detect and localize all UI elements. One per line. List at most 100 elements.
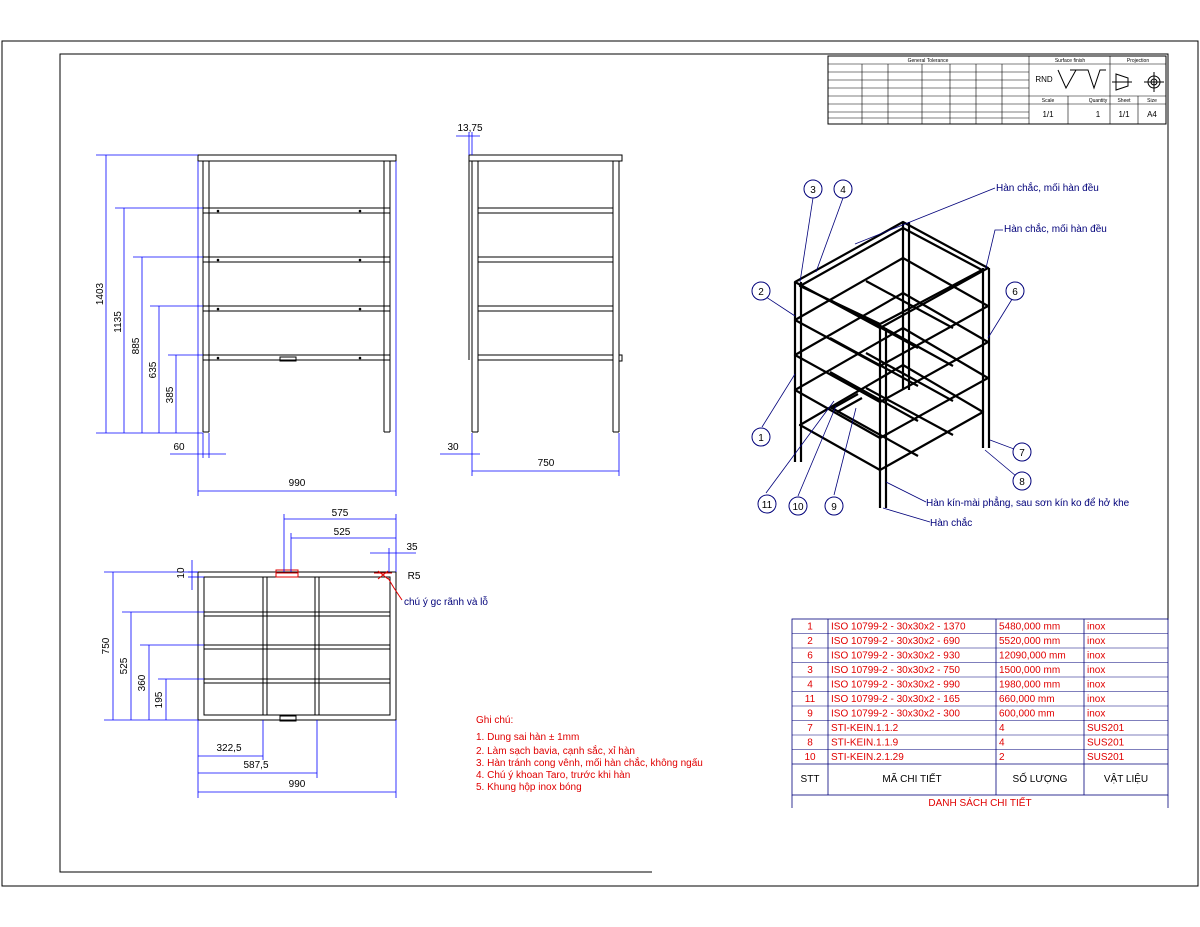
bom-cell: 1500,000 mm — [999, 665, 1060, 676]
note-4: 4. Chú ý khoan Taro, trước khi hàn — [476, 770, 630, 781]
sheet-label: Sheet — [1117, 98, 1131, 104]
balloon-1: 1 — [758, 433, 764, 444]
finish-label: Surface finish — [1055, 58, 1086, 64]
dim-radius-r5: R5 — [408, 571, 421, 582]
balloon-6: 6 — [1012, 287, 1018, 298]
inner-frame — [59, 53, 1169, 873]
bom-cell: inox — [1087, 622, 1105, 633]
bom-header-material: VẬT LIỆU — [1104, 772, 1148, 785]
bom-cell: ISO 10799-2 - 30x30x2 - 1370 — [831, 622, 966, 633]
bom-cell: 1980,000 mm — [999, 680, 1060, 691]
iso-view: Hàn chắc, mối hàn đều Hàn chắc, mối hàn … — [751, 179, 1130, 529]
dim-322-5: 322,5 — [216, 743, 241, 754]
bom-cell: 5520,000 mm — [999, 636, 1060, 647]
dim-height-385: 385 — [165, 386, 176, 403]
bom-cell: 12090,000 mm — [999, 651, 1066, 662]
dim-height-1403: 1403 — [95, 282, 106, 305]
tolerance-label: General Tolerance — [908, 58, 949, 64]
bom-cell: STI-KEIN.1.1.2 — [831, 723, 899, 734]
bom-cell: ISO 10799-2 - 30x30x2 - 990 — [831, 680, 960, 691]
callout-weld-1: Hàn chắc, mối hàn đều — [996, 181, 1099, 194]
dim-depth-750: 750 — [538, 458, 555, 469]
side-view: 13,75 30 750 — [440, 123, 623, 476]
top-view: 575 525 35 R5 10 750 525 360 195 322,5 5… — [101, 508, 488, 798]
balloon-2: 2 — [758, 287, 764, 298]
bom-cell: ISO 10799-2 - 30x30x2 - 750 — [831, 665, 960, 676]
dim-587-5: 587,5 — [243, 760, 268, 771]
general-notes: Ghi chú: 1. Dung sai hàn ± 1mm 2. Làm sạ… — [476, 715, 703, 793]
size-label: Size — [1147, 98, 1157, 104]
balloon-3: 3 — [810, 185, 816, 196]
bom-header-qty: SỐ LƯỢNG — [1013, 771, 1068, 785]
qty-label: Quantity — [1089, 98, 1108, 104]
bom-cell: 3 — [807, 665, 813, 676]
bom-cell: STI-KEIN.1.1.9 — [831, 738, 899, 749]
finish-symbol: RND — [1035, 75, 1053, 84]
title-block: General Tolerance Surface finish Project… — [827, 55, 1167, 125]
bom-cell: 7 — [807, 723, 813, 734]
bom-cell: inox — [1087, 665, 1105, 676]
dim-575: 575 — [332, 508, 349, 519]
bom-cell: inox — [1087, 680, 1105, 691]
bom-cell: inox — [1087, 651, 1105, 662]
projection-label: Projection — [1127, 58, 1149, 64]
sheet-value: 1/1 — [1118, 110, 1130, 119]
dim-360: 360 — [137, 674, 148, 691]
dim-width-990: 990 — [289, 478, 306, 489]
balloon-9: 9 — [831, 502, 837, 513]
bom-cell: 6 — [807, 651, 813, 662]
bom-cell: 10 — [804, 752, 816, 763]
bom-cell: 600,000 mm — [999, 709, 1055, 720]
bom-cell: SUS201 — [1087, 738, 1125, 749]
balloon-4: 4 — [840, 185, 846, 196]
bom-cell: inox — [1087, 694, 1105, 705]
dim-525: 525 — [334, 527, 351, 538]
bom-cell: 5480,000 mm — [999, 622, 1060, 633]
callout-weld-3: Hàn kín-mài phẳng, sau sơn kín ko để hở … — [926, 496, 1130, 509]
dim-height-635: 635 — [148, 361, 159, 378]
bom-cell: 9 — [807, 709, 813, 720]
dim-width-990-top: 990 — [289, 779, 306, 790]
bom-header-stt: STT — [801, 774, 820, 785]
dim-leg-30: 30 — [447, 442, 459, 453]
balloon-11: 11 — [762, 500, 773, 511]
bom-cell: ISO 10799-2 - 30x30x2 - 165 — [831, 694, 960, 705]
bom-cell: 2 — [999, 752, 1005, 763]
balloon-10: 10 — [792, 502, 804, 513]
dim-height-1135: 1135 — [113, 311, 124, 333]
balloon-7: 7 — [1019, 448, 1025, 459]
bom-cell: 4 — [807, 680, 813, 691]
dim-195: 195 — [154, 691, 165, 708]
dim-top-13-75: 13,75 — [457, 123, 482, 134]
notes-title: Ghi chú: — [476, 715, 513, 726]
dim-height-885: 885 — [131, 337, 142, 354]
bom-cell: ISO 10799-2 - 30x30x2 - 690 — [831, 636, 960, 647]
dim-35: 35 — [406, 542, 418, 553]
scale-label: Scale — [1042, 98, 1055, 104]
dim-depth-750: 750 — [101, 637, 112, 654]
note-2: 2. Làm sạch bavia, cạnh sắc, xỉ hàn — [476, 744, 635, 757]
bom-cell: SUS201 — [1087, 752, 1125, 763]
note-3: 3. Hàn tránh cong vênh, mối hàn chắc, kh… — [476, 756, 703, 769]
balloon-8: 8 — [1019, 477, 1025, 488]
note-1: 1. Dung sai hàn ± 1mm — [476, 732, 579, 743]
bom-cell: SUS201 — [1087, 723, 1125, 734]
size-value: A4 — [1147, 110, 1157, 119]
bom-cell: 4 — [999, 738, 1005, 749]
callout-weld-4: Hàn chắc — [930, 516, 972, 529]
bom-cell: inox — [1087, 636, 1105, 647]
bom-cell: 11 — [805, 694, 816, 705]
callout-weld-2: Hàn chắc, mối hàn đều — [1004, 222, 1107, 235]
bom-header-code: MÃ CHI TIẾT — [882, 772, 941, 785]
dim-leg-60: 60 — [173, 442, 185, 453]
scale-value: 1/1 — [1042, 110, 1054, 119]
